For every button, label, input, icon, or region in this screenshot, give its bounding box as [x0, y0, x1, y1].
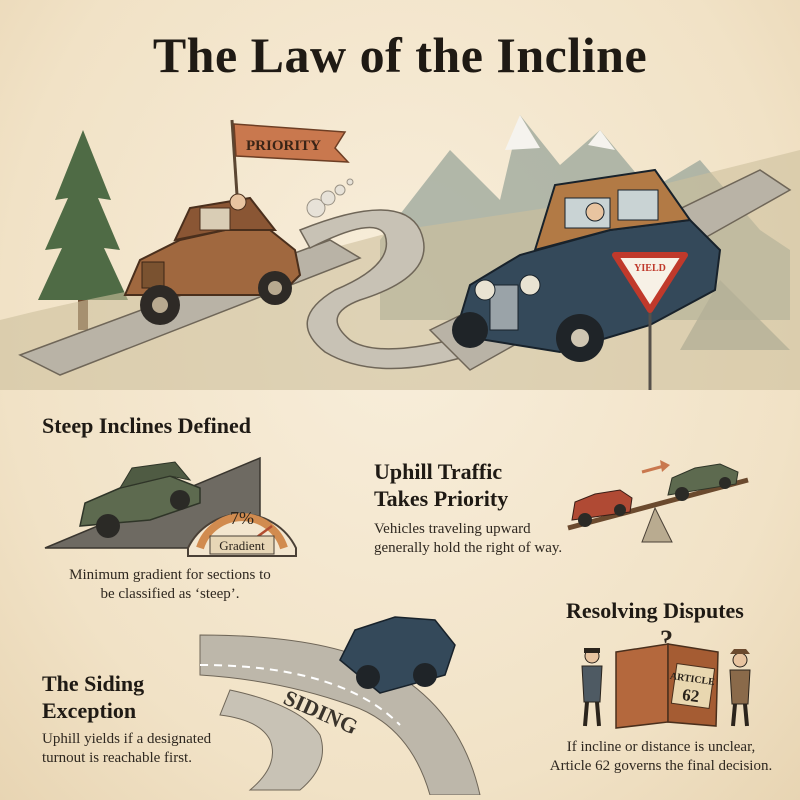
uphill-heading-line-1: Uphill Traffic [374, 459, 503, 484]
priority-flag-label: PRIORITY [246, 138, 321, 154]
man-left-figure [581, 648, 603, 727]
steep-incline-illustration: 7% Gradient [44, 456, 297, 557]
man-right-figure [729, 649, 751, 727]
article-book: ARTICLE 62 [615, 643, 719, 729]
uphill-body-line-1: Vehicles traveling upward [374, 521, 531, 537]
priority-seesaw-illustration [567, 460, 749, 543]
resolving-disputes-body: If incline or distance is unclear, Artic… [530, 738, 792, 776]
gauge-label: Gradient [219, 538, 265, 553]
siding-exception-heading: The Siding Exception [42, 670, 144, 724]
gradient-gauge: 7% Gradient [187, 508, 297, 557]
siding-body-line-2: turnout is reachable first. [42, 750, 192, 766]
steep-caption-line-2: be classified as ‘steep’. [100, 586, 240, 602]
green-car-small [667, 463, 739, 501]
yield-sign: YIELD [612, 252, 688, 390]
exhaust-puffs [306, 178, 354, 218]
uphill-heading-line-2: Takes Priority [374, 486, 509, 511]
disputes-body-line-2: Article 62 governs the final decision. [549, 758, 773, 774]
uphill-priority-body: Vehicles traveling upward generally hold… [374, 520, 562, 558]
disputes-body-line-1: If incline or distance is unclear, [566, 739, 756, 755]
brown-car-uphill [123, 193, 302, 325]
hero-illustration: PRIORITY [0, 115, 800, 390]
siding-heading-line-1: The Siding [42, 671, 145, 696]
arrow-right-icon [660, 460, 670, 472]
uphill-body-line-2: generally hold the right of way. [374, 540, 563, 556]
siding-heading-line-2: Exception [42, 698, 137, 723]
navy-car-downhill [452, 168, 722, 362]
red-car-small [571, 489, 633, 527]
gauge-value: 7% [230, 508, 254, 528]
article-number: 62 [681, 685, 700, 706]
uphill-priority-heading: Uphill Traffic Takes Priority [374, 458, 508, 512]
page-title: The Law of the Incline [152, 27, 648, 83]
steep-caption-line-1: Minimum gradient for sections to [69, 567, 271, 583]
yield-sign-label: YIELD [634, 263, 666, 274]
disputes-illustration: ? ARTICLE 62 [581, 625, 751, 729]
siding-body-line-1: Uphill yields if a designated [42, 731, 212, 747]
siding-exception-body: Uphill yields if a designated turnout is… [42, 730, 211, 768]
navy-car-siding [339, 616, 456, 694]
siding-illustration: SIDING [199, 616, 481, 795]
steep-inclines-caption: Minimum gradient for sections to be clas… [30, 566, 310, 604]
green-car-climbing [79, 461, 201, 538]
steep-inclines-heading: Steep Inclines Defined [42, 413, 251, 438]
resolving-disputes-heading: Resolving Disputes [566, 598, 744, 623]
